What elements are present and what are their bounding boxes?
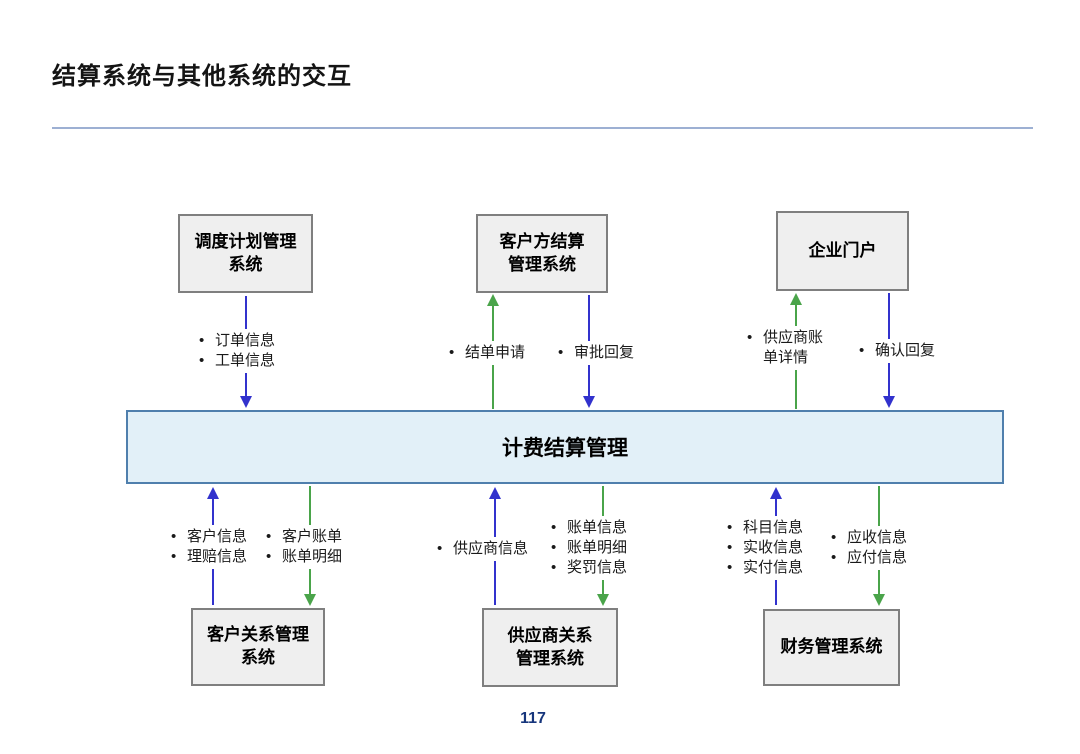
arrowhead-down-icon	[883, 396, 895, 408]
bullet: •	[831, 529, 837, 546]
bullet: •	[171, 528, 177, 545]
box-finance-system: 财务管理系统	[763, 609, 900, 686]
bullet: •	[859, 342, 865, 359]
arrowhead-up-icon	[489, 487, 501, 499]
bullet: •	[437, 540, 443, 557]
flow-label: •确认回复	[859, 342, 936, 359]
box-crm-system: 客户关系管理 系统	[191, 608, 325, 686]
arrowhead-up-icon	[487, 294, 499, 306]
flow-label: •理赔信息	[171, 548, 248, 565]
arrowhead-up-icon	[770, 487, 782, 499]
flow-label: •供应商账 单详情	[747, 329, 824, 366]
bullet: •	[727, 559, 733, 576]
arrowhead-down-icon	[304, 594, 316, 606]
bullet: •	[727, 539, 733, 556]
flow-label: •供应商信息	[437, 540, 529, 557]
flow-label: •客户信息	[171, 528, 248, 545]
bullet: •	[199, 352, 205, 369]
bullet: •	[266, 548, 272, 565]
label-group-crm-down-flows: •客户账单 •账单明细	[263, 525, 346, 569]
bullet: •	[747, 329, 753, 346]
flow-label: •账单明细	[551, 539, 628, 556]
page-number: 117	[520, 710, 546, 727]
flow-label: •奖罚信息	[551, 559, 628, 576]
arrowhead-down-icon	[240, 396, 252, 408]
flow-label: •实付信息	[727, 559, 804, 576]
label-group-approval-reply: •审批回复	[555, 341, 638, 365]
bullet: •	[199, 332, 205, 349]
arrowhead-down-icon	[583, 396, 595, 408]
bullet: •	[171, 548, 177, 565]
billing-settlement-bar: 计费结算管理	[126, 410, 1004, 484]
title-underline	[52, 127, 1033, 129]
label-group-confirm-reply: •确认回复	[856, 339, 939, 363]
flow-label: •审批回复	[558, 344, 635, 361]
flow-label: •科目信息	[727, 519, 804, 536]
flow-label: •账单明细	[266, 548, 343, 565]
flow-label: •应收信息	[831, 529, 908, 546]
arrowhead-down-icon	[873, 594, 885, 606]
arrowhead-up-icon	[790, 293, 802, 305]
bullet: •	[558, 344, 564, 361]
flow-label: •客户账单	[266, 528, 343, 545]
flow-label: •结单申请	[449, 344, 526, 361]
bullet: •	[831, 549, 837, 566]
arrowhead-down-icon	[597, 594, 609, 606]
label-group-finance-up-flows: •科目信息 •实收信息 •实付信息	[724, 516, 807, 580]
bullet: •	[449, 344, 455, 361]
bullet: •	[266, 528, 272, 545]
bullet: •	[551, 519, 557, 536]
label-group-finance-down-flows: •应收信息 •应付信息	[828, 526, 911, 570]
label-group-supplier-down-flows: •账单信息 •账单明细 •奖罚信息	[548, 516, 631, 580]
flow-label: •实收信息	[727, 539, 804, 556]
flow-label: •订单信息	[199, 332, 276, 349]
box-dispatch-plan-system: 调度计划管理 系统	[178, 214, 313, 293]
box-enterprise-portal: 企业门户	[776, 211, 909, 291]
box-supplier-rm-system: 供应商关系 管理系统	[482, 608, 618, 687]
label-group-supplier-bill-detail: •供应商账 单详情	[744, 326, 827, 370]
bullet: •	[551, 559, 557, 576]
flow-label: •工单信息	[199, 352, 276, 369]
box-customer-settlement-system: 客户方结算 管理系统	[476, 214, 608, 293]
bullet: •	[727, 519, 733, 536]
label-group-dispatch-flows: •订单信息 •工单信息	[196, 329, 279, 373]
page-title: 结算系统与其他系统的交互	[52, 63, 352, 90]
flow-label: •账单信息	[551, 519, 628, 536]
bullet: •	[551, 539, 557, 556]
label-group-statement-request: •结单申请	[446, 341, 529, 365]
label-group-supplier-info: •供应商信息	[434, 537, 532, 561]
arrowhead-up-icon	[207, 487, 219, 499]
label-group-crm-up-flows: •客户信息 •理赔信息	[168, 525, 251, 569]
flow-label: •应付信息	[831, 549, 908, 566]
